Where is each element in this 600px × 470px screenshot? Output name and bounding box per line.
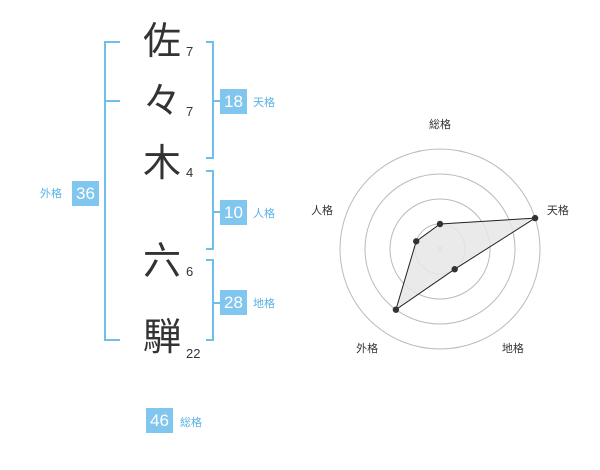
radar-ring (364, 173, 516, 325)
radar-label-chikaku: 地格 (501, 342, 524, 356)
stroke-count-2: 7 (186, 104, 194, 119)
soukaku-label: 総格 (180, 416, 202, 429)
chikaku-bracket-line (212, 259, 214, 341)
tenkaku-label: 天格 (253, 96, 275, 109)
name-char-2: 々 (142, 79, 181, 123)
chikaku-label: 地格 (253, 297, 275, 310)
jinkaku-bracket-tick (212, 211, 220, 213)
radar-point (413, 238, 420, 245)
gaikaku-bracket-line (104, 41, 106, 341)
radar-point (531, 214, 539, 222)
chikaku-bracket-bottom (206, 339, 214, 341)
name-char-5: 騨 (142, 315, 181, 359)
radar-label-tenkaku: 天格 (546, 203, 569, 217)
jinkaku-bracket-bottom (206, 248, 214, 250)
radar-polygon (395, 217, 536, 311)
gaikaku-label: 外格 (40, 187, 62, 200)
stroke-count-3: 4 (186, 165, 194, 180)
jinkaku-value: 10 (220, 200, 247, 225)
tenkaku-value: 18 (220, 89, 247, 114)
stroke-count-1: 7 (186, 44, 194, 59)
gaikaku-bracket-bottom (104, 339, 120, 341)
jinkaku-bracket-top (206, 170, 214, 172)
radar-label-gaikaku: 外格 (356, 342, 379, 356)
jinkaku-bracket-line (212, 170, 214, 250)
gaikaku-value: 36 (72, 181, 99, 206)
name-char-4: 六 (142, 239, 181, 283)
radar-point (451, 266, 458, 273)
chikaku-bracket-tick (212, 302, 220, 304)
gaikaku-bracket-top (104, 41, 120, 43)
chikaku-value: 28 (220, 290, 247, 315)
gaikaku-bracket-mid (104, 100, 120, 102)
jinkaku-label: 人格 (253, 207, 275, 220)
tenkaku-bracket-bottom (206, 157, 214, 159)
radar-label-jinkaku: 人格 (311, 203, 334, 217)
stroke-count-5: 22 (186, 346, 201, 361)
soukaku-value: 46 (146, 408, 173, 433)
name-char-1: 佐 (142, 19, 181, 63)
name-char-3: 木 (142, 141, 181, 185)
tenkaku-bracket-tick (212, 100, 220, 102)
chikaku-bracket-top (206, 259, 214, 261)
radar-point (436, 220, 444, 228)
tenkaku-bracket-top (206, 41, 214, 43)
radar-ring (389, 198, 491, 300)
radar-label-soukaku: 総格 (429, 118, 451, 131)
radar-ring (339, 148, 541, 350)
radar-point (392, 306, 400, 313)
stroke-count-4: 6 (186, 264, 194, 279)
